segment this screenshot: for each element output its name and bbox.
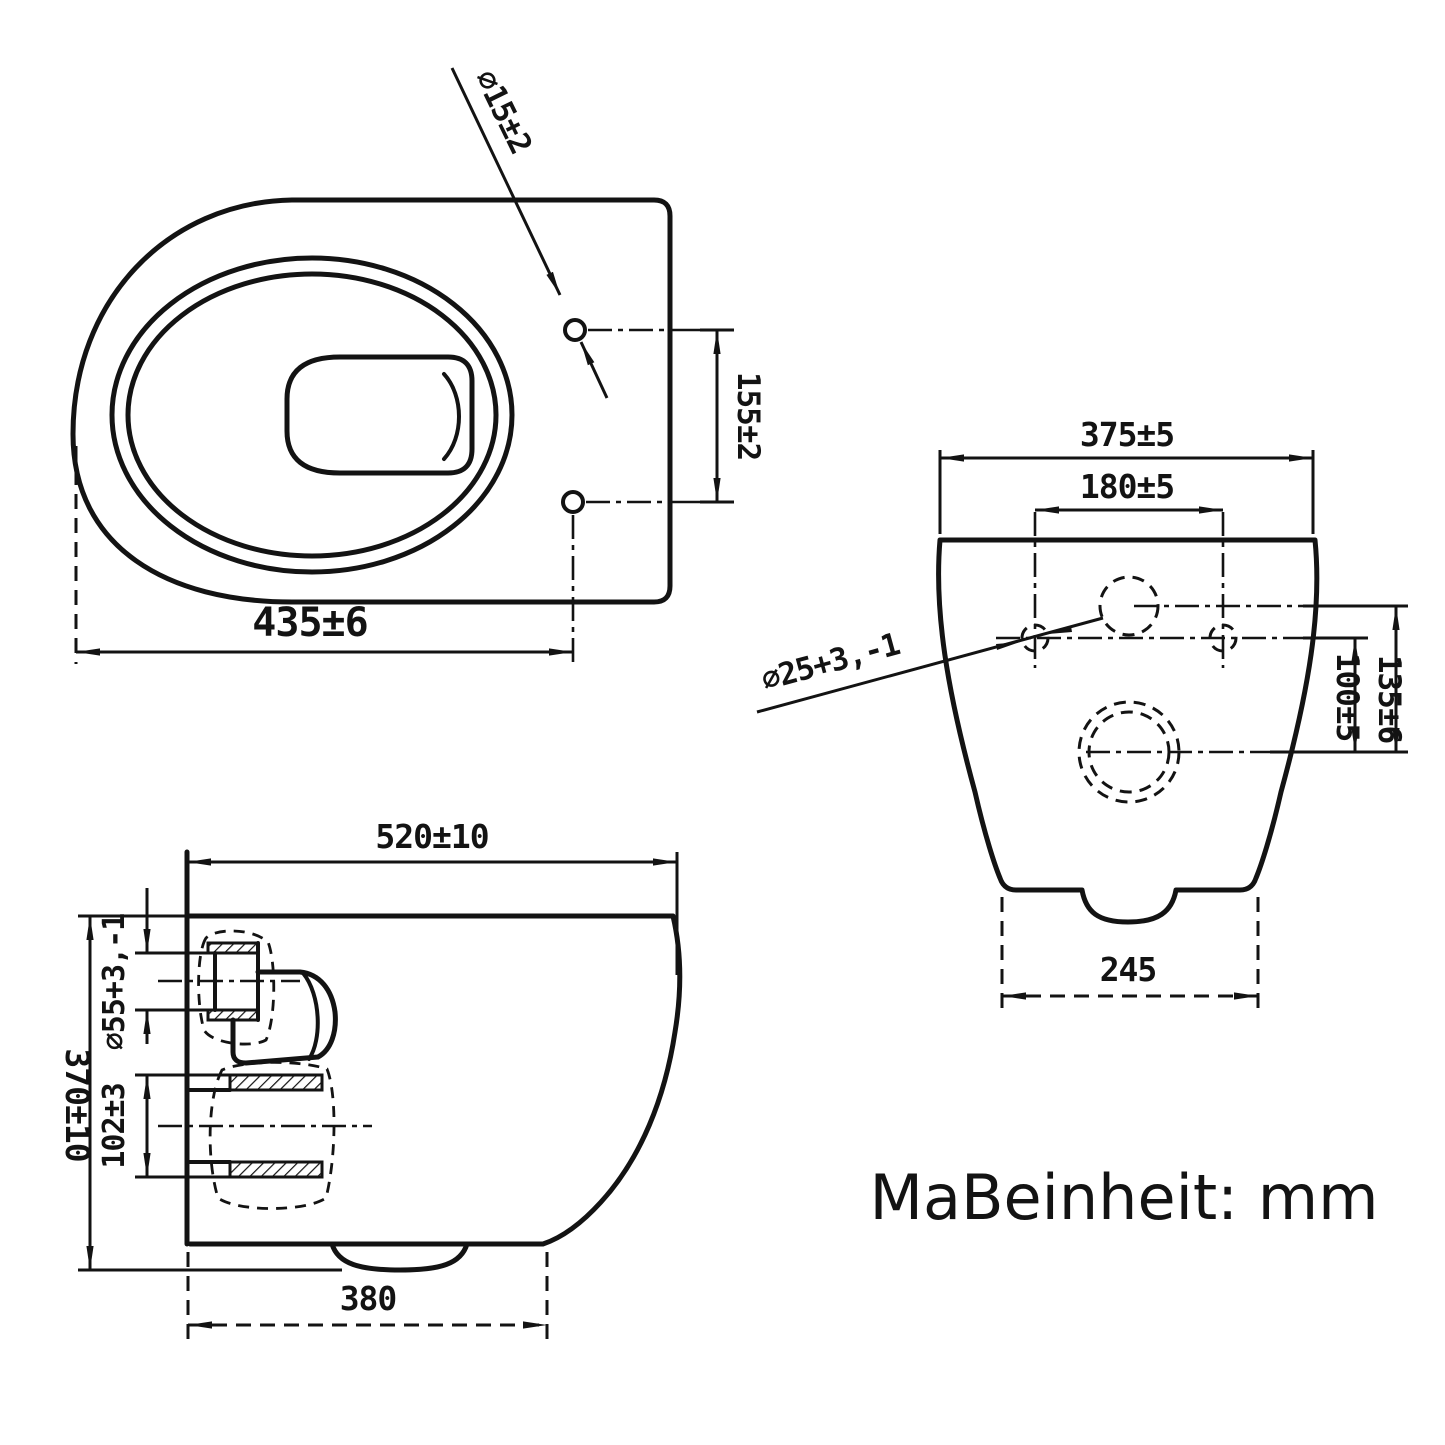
inlet-port-dashed-outline xyxy=(197,929,276,1046)
flush-duct-inner-curve xyxy=(301,971,320,1061)
dim-outlet-diameter-label: 102±3 xyxy=(97,1083,132,1168)
leader-hole-diameter xyxy=(450,67,562,296)
dim-fixing-hole-spacing-label: 180±5 xyxy=(1080,467,1174,506)
lid-outline xyxy=(70,197,673,605)
water-surface-arc xyxy=(442,372,461,461)
dim-overall-depth-label: 520±10 xyxy=(375,817,488,856)
rear-view: 375±5 180±5 ⌀25+3,-1 100±5 135±6 245 xyxy=(756,415,1408,1012)
outlet-port-dashed-outline xyxy=(208,1060,336,1210)
dim-base-depth-label: 380 xyxy=(340,1279,397,1318)
flush-duct-outline xyxy=(230,969,338,1066)
hinge-hole-bottom xyxy=(561,490,585,514)
water-surface-outline xyxy=(284,354,475,476)
dim-inlet-to-outlet-label: 135±6 xyxy=(1371,655,1407,743)
unit-note: MaBeinheit: mm xyxy=(869,1161,1378,1234)
top-view: ⌀15±2 155±2 435±6 xyxy=(70,64,766,664)
side-view: 520±10 370±10 ⌀55+3,-1 102±3 380 xyxy=(58,817,683,1345)
outlet-port-hatch-top xyxy=(228,1073,324,1092)
leader-arrow-1 xyxy=(996,642,1020,650)
outlet-port-hatch-bottom xyxy=(228,1160,324,1179)
dim-overall-height-label: 370±10 xyxy=(58,1048,97,1161)
leader-arrow-2 xyxy=(1048,626,1072,634)
side-body-outline xyxy=(184,913,683,1247)
rear-body-outline xyxy=(936,537,1320,925)
leader-fixing-hole-diameter xyxy=(756,616,1104,714)
leader-hole-diameter-2 xyxy=(579,341,609,399)
side-outlet-bump xyxy=(329,1241,470,1273)
dim-fixing-to-outlet-label: 100±5 xyxy=(1329,653,1365,741)
dim-hinge-hole-spacing-label: 155±2 xyxy=(730,372,766,460)
dim-inlet-diameter-label: ⌀55+3,-1 xyxy=(97,914,132,1051)
dim-overall-length-label: 435±6 xyxy=(252,600,367,646)
hinge-hole-top xyxy=(563,318,587,342)
dim-overall-width-label: 375±5 xyxy=(1080,415,1174,454)
dim-base-width-label: 245 xyxy=(1100,950,1157,989)
seat-ring-inner xyxy=(125,271,499,559)
seat-ring-outer xyxy=(109,255,515,575)
